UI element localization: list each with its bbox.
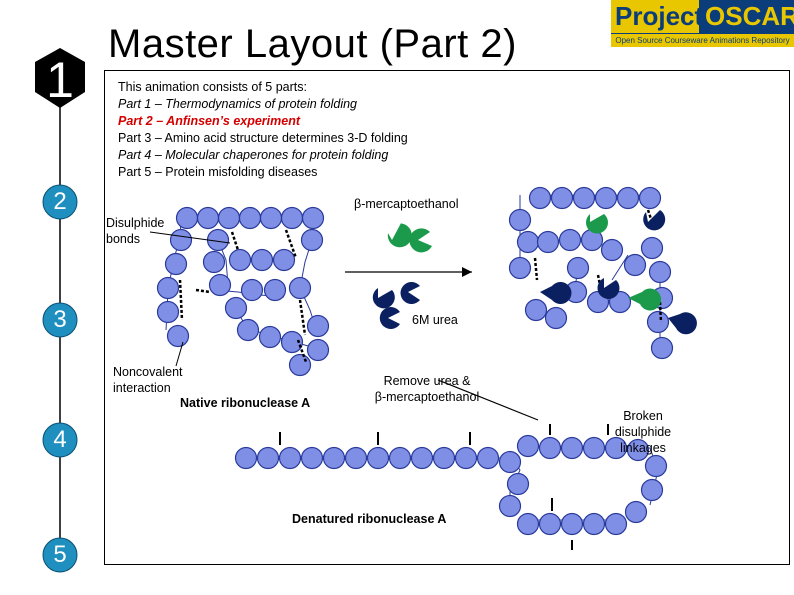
intro-line-3: Part 2 – Anfinsen’s experiment — [118, 114, 301, 128]
step-5-badge[interactable] — [42, 537, 78, 573]
mercaptoethanol-label: β-mercaptoethanol — [354, 197, 459, 211]
intro-line-2: Part 1 – Thermodynamics of protein foldi… — [118, 97, 358, 111]
disulphide-label-pointer — [149, 231, 231, 244]
disulphide-bond — [178, 279, 184, 321]
intro-line-1: This animation consists of 5 parts: — [118, 80, 307, 94]
native-ribonuclease-chain — [149, 206, 330, 377]
disulphide-bond — [195, 288, 211, 294]
page-title: Master Layout (Part 2) — [108, 22, 517, 66]
disulphide-bond — [298, 299, 307, 336]
urea-molecules — [372, 282, 420, 330]
disulphide-label: Disulphide bonds — [106, 216, 165, 246]
step-3-badge[interactable] — [42, 302, 78, 338]
noncovalent-label: Noncovalent interaction — [113, 365, 183, 395]
step-2-number: 2 — [53, 188, 67, 215]
native-label: Native ribonuclease A — [180, 396, 311, 410]
step-5-number: 5 — [53, 541, 67, 568]
step-1-badge[interactable] — [35, 48, 85, 108]
content-panel — [104, 70, 790, 565]
step-4-badge[interactable] — [42, 422, 78, 458]
disulphide-bond — [230, 231, 240, 251]
intro-line-6: Part 5 – Protein misfolding diseases — [118, 165, 318, 179]
broken-linkages-label: Broken disulphide linkages — [614, 409, 672, 455]
denatured-ribonuclease-chain — [234, 424, 668, 550]
urea-label: 6M urea — [412, 313, 458, 327]
step-1-number: 1 — [46, 52, 74, 108]
step-4-number: 4 — [53, 426, 67, 453]
reaction-arrows — [345, 267, 539, 421]
unfolded-intermediate-chain — [508, 186, 697, 360]
denatured-label: Denatured ribonuclease A — [292, 512, 447, 526]
intro-line-4: Part 3 – Amino acid structure determines… — [118, 131, 408, 145]
remove-urea-label: Remove urea & β-mercaptoethanol — [374, 374, 480, 404]
noncovalent-label-pointer — [175, 341, 184, 367]
step-2-badge[interactable] — [42, 184, 78, 220]
intro-line-5: Part 4 – Molecular chaperones for protei… — [118, 148, 389, 162]
project-oscar-logo: Project OSCAR Open Source Courseware Ani… — [611, 0, 794, 47]
logo-brand-a: Project — [611, 0, 703, 33]
disulphide-bond — [296, 339, 308, 363]
intro-text: This animation consists of 5 parts: Part… — [118, 79, 408, 181]
mercaptoethanol-molecules — [387, 223, 432, 253]
logo-brand-b: OSCAR — [701, 0, 794, 33]
step-3-number: 3 — [53, 306, 67, 333]
logo-tagline: Open Source Courseware Animations Reposi… — [611, 34, 794, 47]
